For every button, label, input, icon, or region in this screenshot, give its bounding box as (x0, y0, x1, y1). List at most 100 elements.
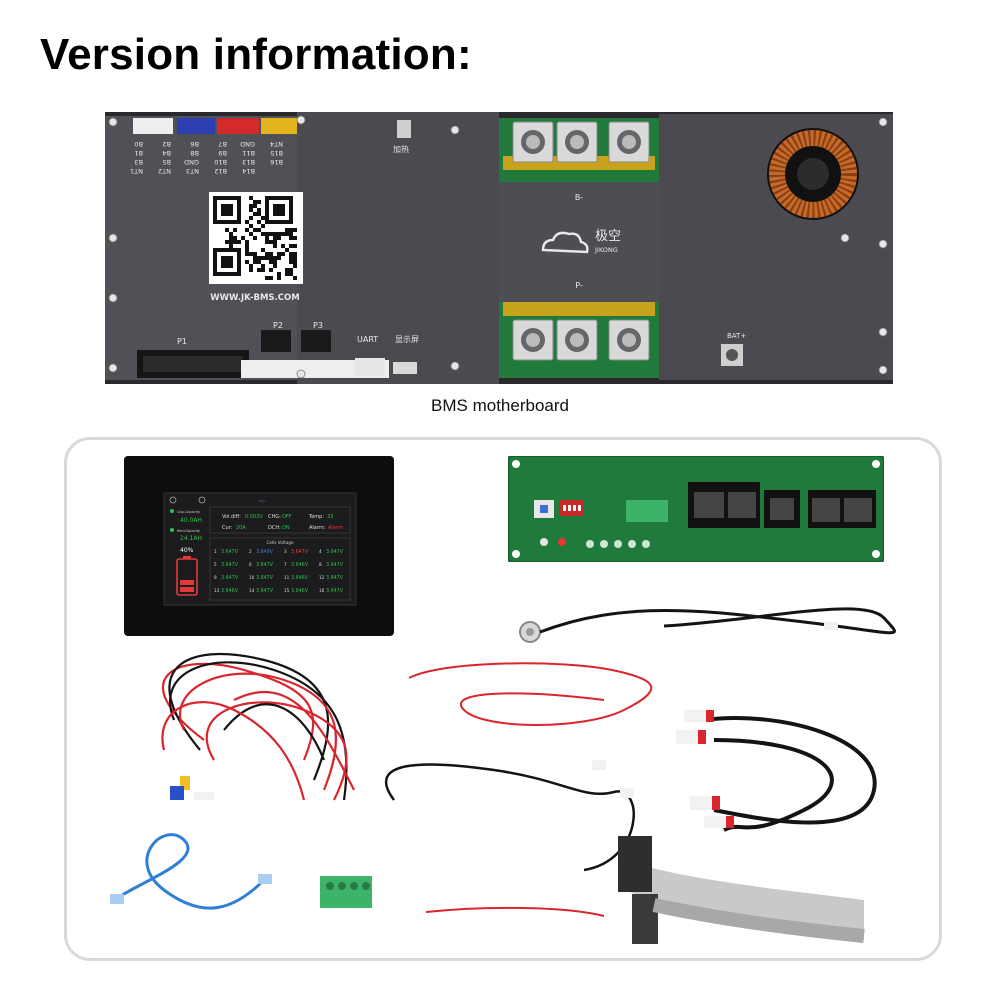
cell-voltage: 3.646V (221, 588, 239, 594)
cells-title: Cells Voltage (266, 540, 293, 545)
pin-label: B5 (162, 158, 171, 166)
remain-capacity-value: 24.1AH (180, 535, 202, 542)
mounting-screw (878, 117, 888, 127)
cell-voltage: 3.647V (221, 575, 239, 581)
cell-voltage: 3.646V (291, 575, 309, 581)
cell-number: 13 (214, 588, 220, 593)
port-p1-label: P1 (177, 337, 187, 346)
pin-label: GND (184, 158, 199, 166)
jikong-logo: 极空 JIKONG (541, 229, 621, 254)
bat-plus-label: BAT+ (727, 332, 746, 340)
back-icon (169, 496, 177, 504)
port-p2-label: P2 (273, 321, 283, 330)
temp-label: Temp: (308, 514, 324, 520)
svg-text:›››: ››› (258, 498, 265, 505)
mounting-screw (878, 239, 888, 249)
mounting-screw (108, 363, 118, 373)
accessory-cables (110, 607, 896, 944)
cell-voltage: 3.647V (291, 549, 309, 555)
dch-label: DCH: (268, 525, 281, 531)
pin-label: B2 (162, 140, 171, 148)
cell-voltage: 3.647V (326, 562, 344, 568)
bms-motherboard-image: B0B1B3NT1B2B4B5NT2B6B8GNDNT3B7B9B10B12GN… (105, 112, 893, 384)
cell-number: 4 (319, 549, 322, 554)
port-display-label: 显示屏 (395, 335, 419, 344)
port-p3-label: P3 (313, 321, 323, 330)
mounting-screw (878, 365, 888, 375)
mounting-screw (296, 369, 306, 379)
p-minus-label: P- (575, 281, 583, 290)
cell-number: 6 (249, 562, 252, 567)
brand-en: JIKONG (594, 246, 618, 254)
pin-label: B15 (270, 149, 283, 157)
cell-number: 8 (319, 562, 322, 567)
balance-wire-harness (161, 652, 355, 801)
mounting-screw (108, 117, 118, 127)
cell-number: 14 (249, 588, 255, 593)
pin-label: NT4 (270, 140, 283, 148)
dch-value: ON (282, 525, 290, 531)
mounting-screw (450, 361, 460, 371)
cell-number: 9 (214, 575, 217, 580)
cell-number: 11 (284, 575, 290, 580)
chg-value: OFF (282, 514, 292, 520)
cell-number: 5 (214, 562, 217, 567)
cell-number: 2 (249, 549, 252, 554)
cell-voltage: 3.646V (291, 562, 309, 568)
cur-label: Cur: (222, 525, 233, 531)
remain-capacity-label: RemCapacity (177, 529, 200, 533)
heater-label: 加热 (393, 144, 409, 154)
pin-label: B12 (214, 167, 227, 175)
cell-number: 10 (249, 575, 255, 580)
pin-label: NT1 (130, 167, 143, 175)
cell-number: 12 (319, 575, 325, 580)
pin-label: B10 (214, 158, 227, 166)
ribbon-cable (618, 836, 865, 944)
mounting-screw (878, 327, 888, 337)
pin-label: NT2 (158, 167, 171, 175)
website-label: WWW.JK-BMS.COM (210, 293, 299, 303)
cell-voltage: 3.647V (326, 575, 344, 581)
white-connector-strip (241, 360, 389, 378)
pin-label: B0 (134, 140, 143, 148)
chg-label: CHG: (268, 514, 281, 520)
cell-voltage: 3.647V (221, 549, 239, 555)
mounting-screw (108, 293, 118, 303)
total-capacity-label: Cap.Capacity (177, 510, 200, 514)
cell-voltage: 3.647V (256, 562, 274, 568)
green-terminal-block (320, 876, 372, 908)
temp-value: 33 (327, 514, 333, 520)
board-caption: BMS motherboard (431, 396, 569, 415)
interface-board (508, 456, 884, 562)
power-button-cable (519, 607, 896, 643)
total-capacity-value: 40.0AH (180, 517, 202, 524)
cell-voltage: 3.647V (326, 549, 344, 555)
alarm-value: Alarm (327, 525, 343, 531)
cell-voltage: 3.647V (256, 575, 274, 581)
toroid-inductor (767, 128, 859, 220)
cell-number: 15 (284, 588, 290, 593)
pin-label: NT3 (186, 167, 199, 175)
qr-code (209, 192, 303, 284)
cell-voltage: 3.647V (326, 588, 344, 594)
cell-voltage: 3.647V (221, 562, 239, 568)
mounting-screw (450, 125, 460, 135)
page-heading: Version information: (40, 30, 472, 79)
cell-number: 7 (284, 562, 287, 567)
cell-voltage: 3.646V (291, 588, 309, 594)
pin-label: B11 (242, 149, 255, 157)
alarm-label: Alarm: (309, 525, 326, 531)
mounting-screw (840, 233, 850, 243)
mounting-screw (296, 115, 306, 125)
info-icon (198, 496, 206, 504)
soc-percent: 40% (180, 547, 194, 554)
pin-label: B13 (242, 158, 255, 166)
cell-voltage: 3.647V (256, 588, 274, 594)
cell-number: 16 (319, 588, 325, 593)
pin-label: B1 (134, 149, 143, 157)
pin-label: B14 (242, 167, 255, 175)
pin-label: B7 (218, 140, 227, 148)
port-uart-label: UART (357, 335, 378, 344)
pin-label: GND (240, 140, 255, 148)
pin-label: B16 (270, 158, 283, 166)
